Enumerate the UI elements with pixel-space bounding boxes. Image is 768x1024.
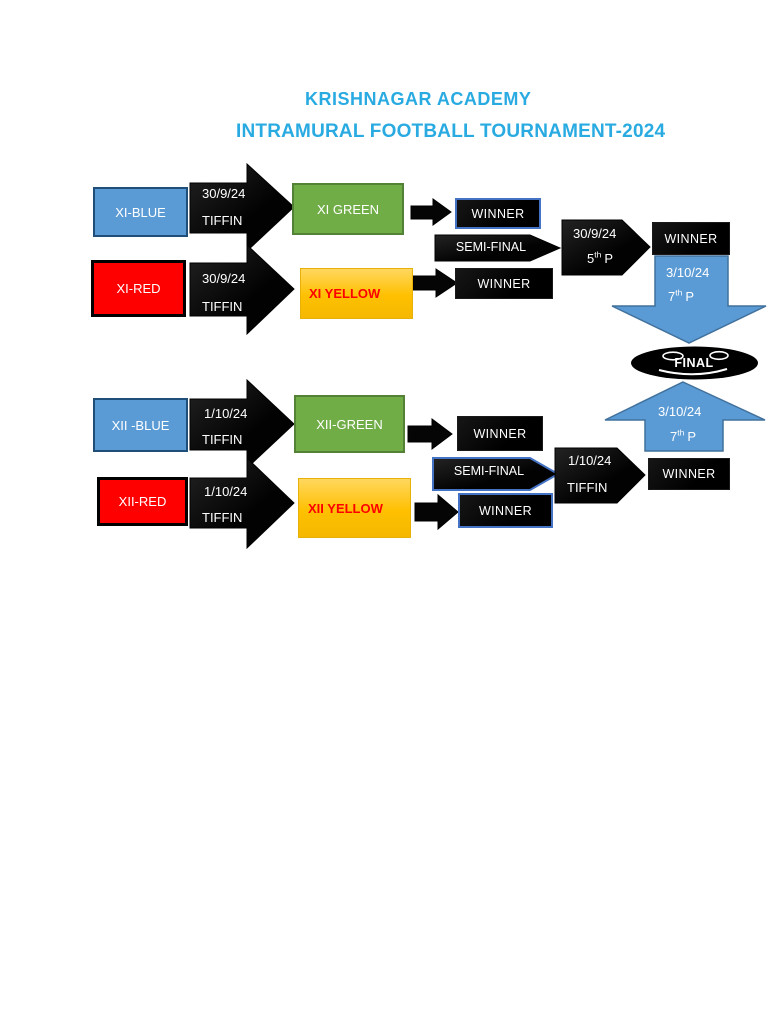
xii-to-final-up-arrow xyxy=(604,381,766,452)
xii-red-match-time: TIFFIN xyxy=(202,510,243,525)
xii-red-match-arrow xyxy=(189,456,295,550)
xi-yellow-winner-box: WINNER xyxy=(455,268,553,299)
xi-blue-match-arrow xyxy=(189,162,295,253)
xii-semifinal-date-pointer xyxy=(554,447,646,504)
xii-semifinal-date: 1/10/24 xyxy=(568,453,612,468)
xii-blue-label: XII -BLUE xyxy=(111,417,170,433)
xi-semifinal-banner xyxy=(434,234,562,262)
xi-semifinal-winner-box: WINNER xyxy=(652,222,730,255)
xi-red-team-box: XI-RED xyxy=(91,260,186,317)
xii-yellow-team-box: XII YELLOW xyxy=(298,478,411,538)
xi-yellow-label: XI YELLOW xyxy=(309,286,381,301)
xi-to-final-down-arrow xyxy=(611,255,767,344)
time-ordinal: th xyxy=(594,249,602,260)
time-ordinal: th xyxy=(675,287,683,298)
final-label: FINAL xyxy=(674,356,714,370)
xi-green-winner-box: WINNER xyxy=(455,198,541,229)
final-deco-smile xyxy=(658,368,728,376)
xi-green-winner-arrow xyxy=(410,198,452,226)
xi-semifinal-date: 30/9/24 xyxy=(573,226,617,241)
final-deco-left-eye xyxy=(662,351,684,361)
xii-yellow-winner-arrow xyxy=(414,493,459,531)
xi-red-match-arrow xyxy=(189,243,295,336)
xii-red-team-box: XII-RED xyxy=(97,477,188,526)
xi-yellow-team-box: XI YELLOW xyxy=(300,268,413,319)
xii-yellow-label: XII YELLOW xyxy=(308,500,383,516)
winner-label: WINNER xyxy=(478,503,533,518)
xi-red-match-time: TIFFIN xyxy=(202,299,243,314)
xi-blue-match-time: TIFFIN xyxy=(202,213,243,228)
time-suffix: P xyxy=(685,289,694,304)
xi-blue-label: XI-BLUE xyxy=(115,204,166,220)
xi-to-final-date: 3/10/24 xyxy=(666,265,710,280)
xii-blue-team-box: XII -BLUE xyxy=(93,398,188,452)
xii-green-team-box: XII-GREEN xyxy=(294,395,405,453)
winner-label: WINNER xyxy=(664,231,718,246)
xii-green-winner-arrow xyxy=(407,418,453,450)
xi-red-match-date: 30/9/24 xyxy=(202,271,246,286)
xii-semifinal-banner xyxy=(432,457,561,491)
winner-label: WINNER xyxy=(662,467,716,481)
winner-label: WINNER xyxy=(471,206,525,221)
xii-yellow-winner-box: WINNER xyxy=(458,493,553,528)
winner-label: WINNER xyxy=(477,276,531,291)
page-title: KRISHNAGAR ACADEMY xyxy=(305,89,532,109)
xi-green-team-box: XI GREEN xyxy=(292,183,404,235)
xi-green-label: XI GREEN xyxy=(316,201,380,217)
final-deco-right-eye xyxy=(709,350,729,361)
xii-green-winner-box: WINNER xyxy=(457,416,543,451)
page-subtitle: INTRAMURAL FOOTBALL TOURNAMENT-2024 xyxy=(236,121,666,142)
time-number: 7 xyxy=(670,429,678,444)
xii-blue-match-date: 1/10/24 xyxy=(204,406,248,421)
xii-semifinal-winner-box: WINNER xyxy=(648,458,730,490)
xii-semifinal-time: TIFFIN xyxy=(567,480,608,495)
xii-semifinal-label: SEMI-FINAL xyxy=(453,464,525,478)
xi-blue-team-box: XI-BLUE xyxy=(93,187,188,237)
xi-red-label: XI-RED xyxy=(116,281,161,296)
time-ordinal: th xyxy=(677,427,685,438)
xi-semifinal-date-pointer xyxy=(561,219,651,276)
xii-red-match-date: 1/10/24 xyxy=(204,484,248,499)
xii-to-final-date: 3/10/24 xyxy=(658,404,702,419)
xii-red-label: XII-RED xyxy=(118,494,167,509)
time-number: 7 xyxy=(668,289,676,304)
xii-green-label: XII-GREEN xyxy=(316,416,383,432)
xii-blue-match-time: TIFFIN xyxy=(202,432,243,447)
xi-blue-match-date: 30/9/24 xyxy=(202,186,246,201)
winner-label: WINNER xyxy=(473,426,527,441)
time-suffix: P xyxy=(604,251,613,266)
time-number: 5 xyxy=(587,251,595,266)
time-suffix: P xyxy=(687,429,696,444)
xi-yellow-winner-arrow xyxy=(412,268,458,298)
xii-blue-match-arrow xyxy=(189,378,295,470)
xi-semifinal-label: SEMI-FINAL xyxy=(455,240,527,254)
